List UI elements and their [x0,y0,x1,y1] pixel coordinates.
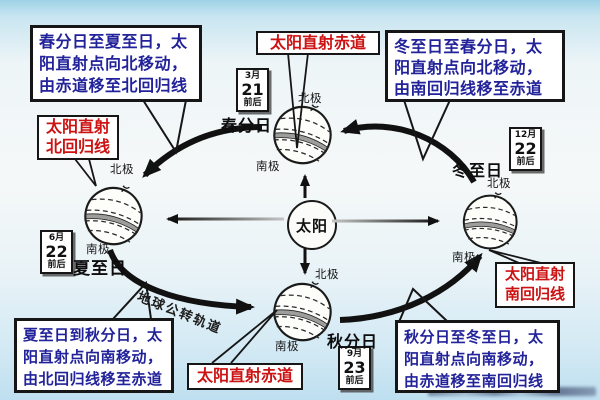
orbit-arc-summer-to-autumn [107,248,255,315]
calendar-winter-solstice: 12月 22 前后 [509,127,542,171]
pole-label-spring-south: 南极 [256,159,280,173]
pole-label-autumn-south: 南极 [275,339,299,353]
sun-label: 太阳 [295,216,328,235]
red-label-text: 太阳直射 [504,265,565,283]
season-label-autumn-equinox: 秋分日 [327,332,379,351]
label-sun-direct-tropic-of-capricorn: 太阳直射 南回归线 [495,262,575,308]
pole-label-winter-north: 北极 [487,176,511,190]
calendar-summer-solstice: 6月 22 前后 [40,230,73,274]
callout-autumn-to-winter: 秋分日至冬至日，太 阳直射点向南移动， 由赤道移至南回归线 [395,320,560,393]
label-sun-direct-equator-bottom: 太阳直射赤道 [187,363,303,390]
callout-line: 由北回归线移至赤道 [23,370,163,388]
calendar-autumn-equinox: 9月 23 前后 [338,346,371,390]
callout-line: 由赤道移至南回归线 [404,372,544,390]
calendar-month: 12月 [514,130,537,140]
callout-line: 春分日至夏至日，太 [39,32,188,51]
callout-line: 夏至日到秋分日，太 [23,326,163,344]
callout-line: 冬至日至春分日，太 [394,37,543,56]
calendar-day: 22 [45,242,68,261]
callout-line: 阳直射点向北移动， [39,54,188,73]
orbit-arc-autumn-to-winter [339,252,483,323]
red-label-text: 太阳直射赤道 [269,33,366,52]
label-sun-direct-tropic-of-cancer: 太阳直射 北回归线 [37,115,119,160]
season-label-spring-equinox: 春分日 [221,116,273,135]
season-label-summer-solstice: 夏至日 [73,259,127,279]
red-label-text: 南回归线 [504,285,565,303]
pole-label-spring-north: 北极 [298,91,322,105]
callout-line: 秋分日至冬至日，太 [404,328,544,346]
pole-label-summer-south: 南极 [86,242,110,256]
callout-line: 阳直射点向南移动， [23,348,163,366]
callout-tail-autumn-to-winter [398,287,449,323]
calendar-day: 23 [343,358,366,377]
red-label-text: 太阳直射 [45,117,110,136]
callout-line: 阳直射点向南移动， [404,350,544,368]
calendar-suffix: 前后 [243,98,262,108]
red-label-text: 北回归线 [45,137,110,156]
pole-label-winter-south: 南极 [452,250,476,264]
calendar-month: 9月 [346,349,363,359]
calendar-day: 22 [514,139,537,158]
calendar-day: 21 [241,80,264,99]
callout-summer-to-autumn: 夏至日到秋分日，太 阳直射点向南移动， 由北回归线移至赤道 [14,318,174,393]
calendar-suffix: 前后 [47,260,66,270]
callout-line: 由南回归线移至赤道 [394,79,543,98]
pole-label-autumn-north: 北极 [315,267,339,281]
callout-line: 阳直射点向北移动， [394,58,543,77]
label-sun-direct-equator-top: 太阳直射赤道 [256,31,380,55]
calendar-spring-equinox: 3月 21 前后 [236,68,269,112]
red-label-text: 太阳直射赤道 [196,366,293,385]
calendar-suffix: 前后 [516,157,535,167]
calendar-month: 3月 [244,71,261,81]
pole-label-summer-north: 北极 [110,162,134,176]
calendar-suffix: 前后 [345,376,364,386]
sun: 太阳 [287,200,337,250]
callout-tail-winter-to-spring [403,99,451,162]
callout-winter-to-spring: 冬至日至春分日，太 阳直射点向北移动， 由南回归线移至赤道 [385,30,565,102]
callout-line: 由赤道移至北回归线 [39,76,188,95]
callout-spring-to-summer: 春分日至夏至日，太 阳直射点向北移动， 由赤道移至北回归线 [30,25,202,102]
callout-tail-spring-to-summer [142,99,187,155]
calendar-month: 6月 [48,233,65,243]
